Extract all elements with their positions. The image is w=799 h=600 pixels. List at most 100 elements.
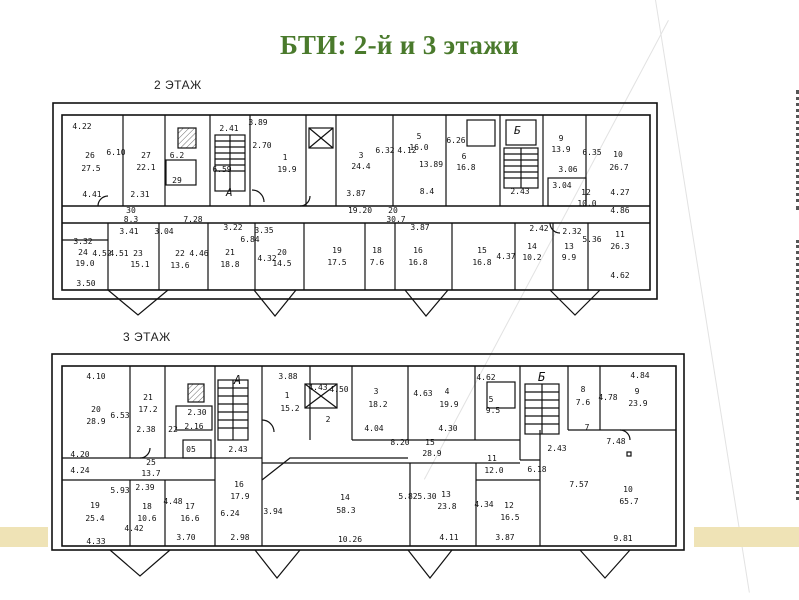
floor2-room-label: 3.87	[410, 223, 429, 232]
floor3-room-label: 4.20	[70, 450, 89, 459]
floor3-room-label: 25	[146, 458, 156, 467]
floor2-room-label: 5	[417, 132, 422, 141]
floor2-room-label: 3.41	[119, 227, 138, 236]
floor2-room-label: 6.84	[240, 235, 259, 244]
floor2-room-label: 6.59	[212, 165, 231, 174]
floor-3-plan	[51, 353, 685, 579]
floor3-room-label: 2.39	[135, 483, 154, 492]
floor2-room-label: 9	[559, 134, 564, 143]
floor3-room-label: 13	[441, 490, 451, 499]
floor3-room-label: 4.63	[413, 389, 432, 398]
floor2-room-label: 6.2	[170, 151, 185, 160]
floor3-room-label: 16	[234, 480, 244, 489]
floor3-room-label: 23.9	[628, 399, 647, 408]
floor2-room-label: 4.37	[496, 252, 515, 261]
floor2-room-label: 10	[613, 150, 623, 159]
floor3-room-label: 4.04	[364, 424, 383, 433]
floor2-room-label: 18.8	[220, 260, 239, 269]
page-title: БТИ: 2-й и 3 этажи	[280, 30, 519, 60]
floor2-room-label: 24.4	[351, 162, 370, 171]
floor3-room-label: 16.5	[500, 513, 519, 522]
stair-a-3	[217, 379, 249, 441]
floor2-room-label: 3.04	[552, 181, 571, 190]
floor2-room-label: 13.89	[419, 160, 443, 169]
floor3-room-label: 4.10	[86, 372, 105, 381]
floor3-room-label: 6.53	[110, 411, 129, 420]
floor3-room-label: 3.88	[278, 372, 297, 381]
floor2-room-label: 19.9	[277, 165, 296, 174]
floor2-room-label: 13.6	[170, 261, 189, 270]
floor2-room-label: 15	[477, 246, 487, 255]
floor3-room-label: 25.4	[85, 514, 104, 523]
floor3-room-label: 58.3	[336, 506, 355, 515]
floor3-room-label: 6.24	[220, 509, 239, 518]
floor3-room-label: 2.16	[184, 422, 203, 431]
floor2-room-label: 2.42	[529, 224, 548, 233]
floor3-room-label: 5	[489, 395, 494, 404]
floor2-room-label: 13	[564, 242, 574, 251]
floor3-room-label: 12	[504, 501, 514, 510]
floor-3-outline	[51, 353, 685, 551]
stair-b	[503, 147, 539, 189]
floor3-room-label: 2.38	[136, 425, 155, 434]
floor2-room-label: 26.7	[609, 163, 628, 172]
floor3-room-label: 19	[90, 501, 100, 510]
floor2-room-label: 2.41	[219, 124, 238, 133]
floor3-room-label: 7.57	[569, 480, 588, 489]
floor2-room-label: 8.3	[124, 215, 139, 224]
floor3-room-label: 10.6	[137, 514, 156, 523]
floor3-room-label: 23.8	[437, 502, 456, 511]
floor2-room-label: 20	[388, 206, 398, 215]
floor3-room-label: 13.7	[141, 469, 160, 478]
floor3-room-label: 1	[285, 391, 290, 400]
floor3-room-label: 18.2	[368, 400, 387, 409]
floor3-room-label: 15.2	[280, 404, 299, 413]
floor3-room-label: 17.9	[230, 492, 249, 501]
floor2-room-label: 4.41	[82, 190, 101, 199]
floor2-room-label: 12	[581, 188, 591, 197]
floor2-room-label: 2.43	[510, 187, 529, 196]
floor3-room-label: 4.48	[163, 497, 182, 506]
floor2-room-label: 21	[225, 248, 235, 257]
scrollbar-track[interactable]	[796, 240, 799, 500]
floor3-room-label: 22	[168, 425, 178, 434]
floor3-room-label: 7.6	[576, 398, 591, 407]
floor2-room-label: 19.0	[75, 259, 94, 268]
floor2-room-label: 26.3	[610, 242, 629, 251]
floor3-room-label: 9.81	[613, 534, 632, 543]
floor2-room-label: 16.0	[409, 143, 428, 152]
floor2-room-label: 10.2	[522, 253, 541, 262]
floor3-room-label: 17.2	[138, 405, 157, 414]
floor3-room-label: 4.11	[439, 533, 458, 542]
floor3-room-label: 4	[445, 387, 450, 396]
floor2-room-label: 4.22	[72, 122, 91, 131]
floor2-room-label: 24	[78, 248, 88, 257]
floor2-room-label: 4.12	[397, 146, 416, 155]
scrollbar-track[interactable]	[796, 90, 799, 210]
floor2-room-label: 27	[141, 151, 151, 160]
floor2-room-label: 9.9	[562, 253, 577, 262]
floor2-room-label: 3.06	[558, 165, 577, 174]
stair-b-label: Б	[538, 370, 546, 384]
floor2-room-label: 4.62	[610, 271, 629, 280]
floor2-room-label: 4.32	[257, 254, 276, 263]
floor3-room-label: 4.30	[438, 424, 457, 433]
floor2-room-label: 3.50	[76, 279, 95, 288]
floor2-room-label: 15.1	[130, 260, 149, 269]
floor2-room-label: 22	[175, 249, 185, 258]
floor3-room-label: 2.43	[547, 444, 566, 453]
stair-a	[214, 134, 246, 192]
floor3-room-label: 14	[340, 493, 350, 502]
floor3-room-label: 4.34	[474, 500, 493, 509]
floor2-room-label: 19.20	[348, 206, 372, 215]
floor2-room-label: 3.35	[254, 226, 273, 235]
floor2-room-label: 4.52	[92, 249, 111, 258]
floor2-room-label: 30	[126, 206, 136, 215]
floor2-room-label: 19	[332, 246, 342, 255]
floor3-room-label: 2.30	[187, 408, 206, 417]
floor3-room-label: 3.94	[263, 507, 282, 516]
floor2-room-label: 6.26	[446, 136, 465, 145]
floor2-room-label: 6.32	[375, 146, 394, 155]
